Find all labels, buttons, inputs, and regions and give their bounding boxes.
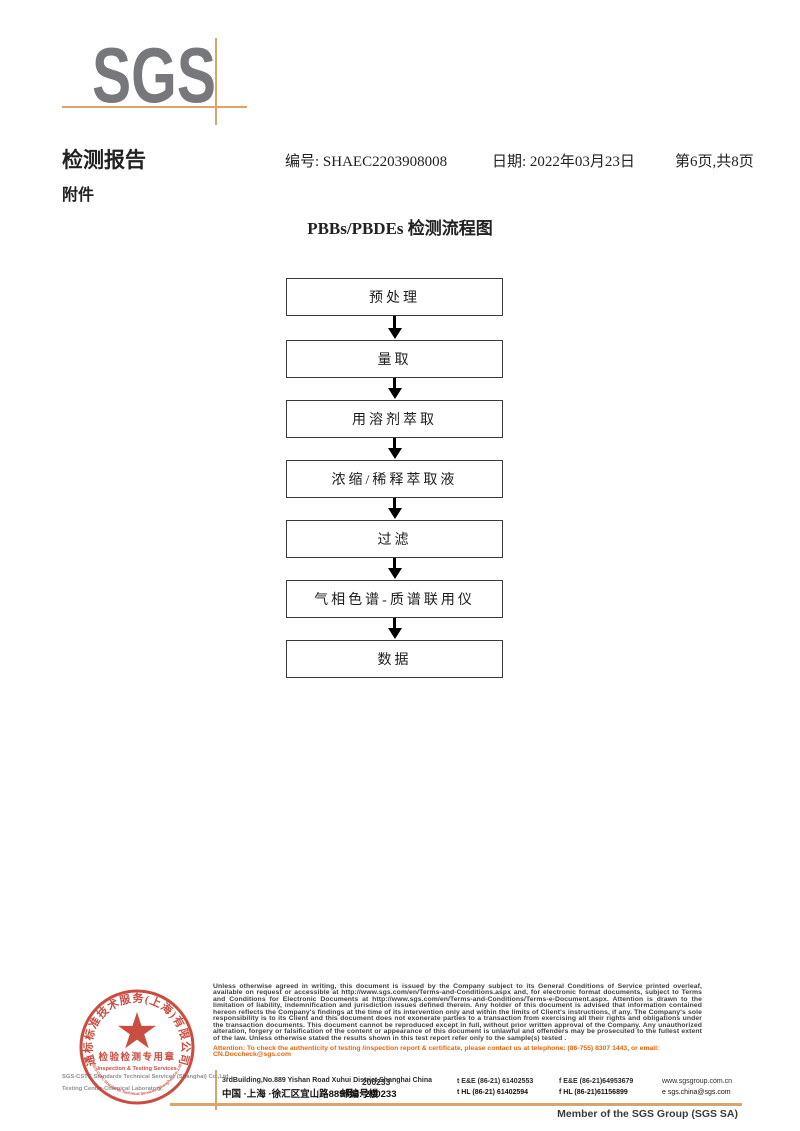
fax-1: f E&E (86-21)64953679 [559, 1078, 634, 1085]
flow-step-label: 量取 [377, 353, 412, 368]
company-name-line2: Testing Center-Chemical Laboratory. [62, 1086, 163, 1092]
flow-step-data: 数据 [286, 640, 503, 678]
flowchart-title: PBBs/PBDEs 检测流程图 [307, 219, 493, 238]
flow-step-filter: 过滤 [286, 520, 503, 558]
address-cn: 中国 ·上海 ·徐汇区宜山路889号3号楼 [222, 1089, 379, 1100]
report-title: 检测报告 [62, 148, 146, 172]
arrow-down-icon [286, 498, 503, 519]
address-row-cn: 中国 ·上海 ·徐汇区宜山路889号3号楼 邮编: 200233 t HL (8… [222, 1086, 742, 1100]
telephone-1: t E&E (86-21) 61402553 [457, 1078, 534, 1085]
email-address: e sgs.china@sgs.com [662, 1089, 731, 1096]
flow-step-label: 预处理 [369, 291, 420, 306]
report-date: 日期: 2022年03月23日 [492, 154, 635, 170]
arrow-down-icon [286, 558, 503, 579]
flow-step-gcms: 气相色谱-质谱联用仪 [286, 580, 503, 618]
flow-step-concentrate-dilute: 浓缩/稀释萃取液 [286, 460, 503, 498]
arrow-down-icon [286, 438, 503, 459]
flow-step-label: 过滤 [377, 533, 412, 548]
arrow-down-icon [286, 618, 503, 639]
sgs-logo-text: SGS [92, 38, 216, 110]
stamp-seal-title: 检验检测专用章 [98, 1051, 175, 1063]
address-separator-rule [215, 1070, 217, 1110]
legal-disclaimer: Unless otherwise agreed in writing, this… [213, 983, 702, 1042]
flow-step-measure: 量取 [286, 340, 503, 378]
logo-horizontal-rule [62, 106, 247, 108]
sgs-membership-note: Member of the SGS Group (SGS SA) [557, 1108, 738, 1120]
attachment-label: 附件 [62, 187, 95, 204]
flow-step-label: 数据 [377, 653, 412, 668]
telephone-2: t HL (86-21) 61402594 [457, 1089, 529, 1096]
postcode-en: 200233 [362, 1077, 391, 1087]
flowchart: 预处理 量取 用溶剂萃取 浓缩/稀释萃取液 过滤 气相色谱-质谱联用仪 数据 [286, 278, 503, 678]
address-row-en: 3rdBuilding,No.889 Yishan Road Xuhui Dis… [222, 1077, 742, 1087]
report-number: 编号: SHAEC2203908008 [285, 154, 448, 170]
company-name-line1: SGS-CSTC Standards Technical Services (S… [62, 1074, 231, 1080]
attention-notice: Attention: To check the authenticity of … [213, 1045, 660, 1059]
address-en: 3rdBuilding,No.889 Yishan Road Xuhui Dis… [222, 1077, 433, 1084]
page-indicator: 第6页,共8页 [675, 154, 754, 170]
inspection-seal-stamp-icon: 通标标准技术服务(上海)有限公司 检验检测专用章 Inspection & Te… [79, 989, 195, 1105]
arrow-down-icon [286, 378, 503, 399]
footer-rule [170, 1103, 742, 1106]
star-icon [118, 1012, 156, 1049]
postcode-cn: 邮编: 200233 [340, 1089, 397, 1100]
flow-step-pretreatment: 预处理 [286, 278, 503, 316]
sgs-logo: SGS [92, 38, 216, 110]
flow-step-label: 浓缩/稀释萃取液 [331, 473, 458, 488]
arrow-down-icon [286, 316, 503, 339]
flow-step-solvent-extraction: 用溶剂萃取 [286, 400, 503, 438]
website-url: www.sgsgroup.com.cn [662, 1078, 733, 1085]
flow-step-label: 气相色谱-质谱联用仪 [314, 593, 475, 608]
stamp-seal-subtitle: Inspection & Testing Services [97, 1066, 176, 1072]
fax-2: f HL (86-21)61156899 [559, 1089, 628, 1096]
flow-step-label: 用溶剂萃取 [352, 413, 437, 428]
logo-vertical-rule [215, 38, 217, 125]
